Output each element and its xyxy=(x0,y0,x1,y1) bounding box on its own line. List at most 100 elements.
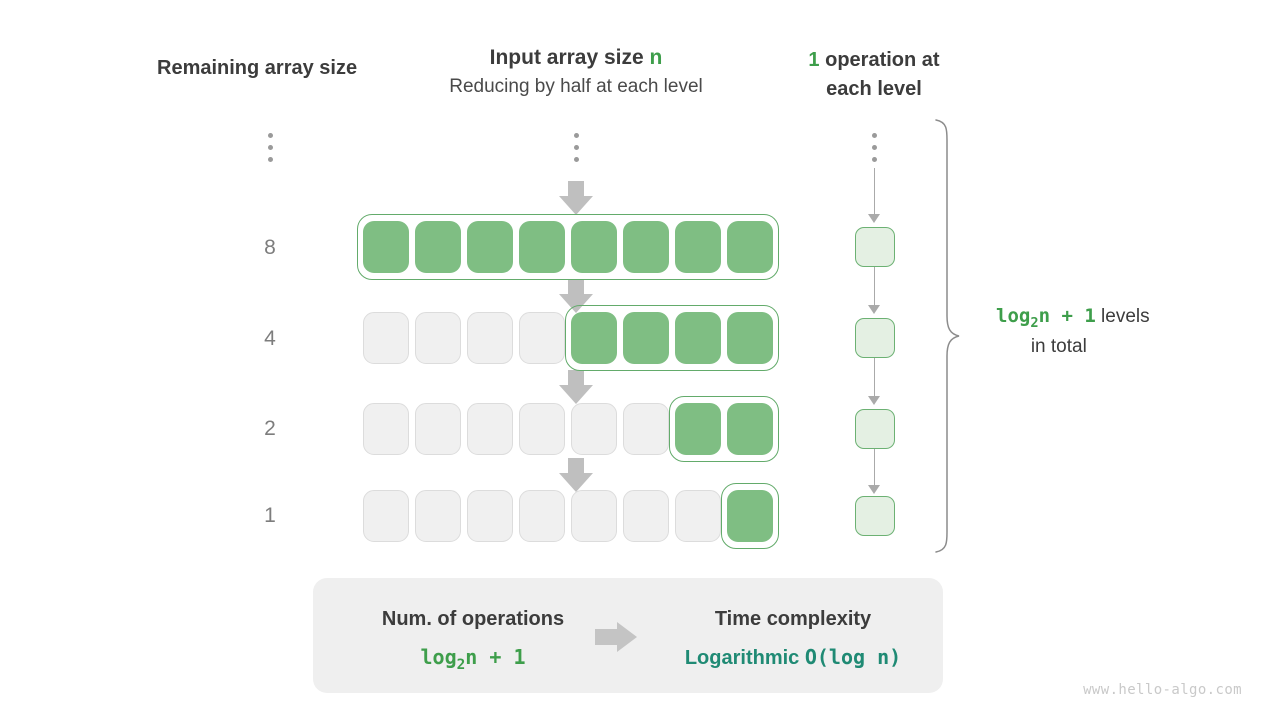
heading-input-prefix: Input array size xyxy=(489,46,650,69)
arrow-shaft xyxy=(595,629,619,645)
array-cell-active xyxy=(675,312,721,364)
dot xyxy=(573,145,579,150)
split-arrow-0 xyxy=(559,181,593,215)
array-cell-active xyxy=(519,221,565,273)
arrow-head xyxy=(559,473,593,492)
arrow-shaft xyxy=(568,181,584,197)
arrow-head xyxy=(559,385,593,404)
heading-op-line1-rest: operation at xyxy=(819,49,940,71)
arrow-head xyxy=(559,294,593,313)
array-row-level-3 xyxy=(363,396,779,462)
operation-box-level-1 xyxy=(855,227,895,267)
array-row-level-4 xyxy=(363,483,779,549)
summary-complexity-word: Logarithmic xyxy=(684,647,800,669)
summary-complexity-title: Time complexity xyxy=(714,608,872,630)
array-cell-inactive xyxy=(415,490,461,542)
dot xyxy=(267,157,273,162)
array-cell-active xyxy=(571,221,617,273)
array-cell-active xyxy=(727,490,773,542)
array-cell-inactive xyxy=(623,490,669,542)
heading-operations-per-level: 1 operation at each level xyxy=(808,46,939,104)
summary-complexity-column: Time complexity Logarithmic O(log n) xyxy=(658,608,928,670)
array-cell-inactive xyxy=(675,490,721,542)
brace-label-line2: in total xyxy=(1030,336,1087,358)
operation-box-level-4 xyxy=(855,496,895,536)
dot xyxy=(871,157,877,162)
ellipsis-left-column xyxy=(266,133,274,169)
array-cell-active xyxy=(467,221,513,273)
op-connector-0 xyxy=(874,168,876,216)
arrow-shaft xyxy=(568,458,584,474)
array-cell-active xyxy=(727,403,773,455)
ellipsis-array-column xyxy=(572,133,580,169)
array-cell-active xyxy=(623,312,669,364)
array-cell-active xyxy=(623,221,669,273)
array-cell-inactive xyxy=(571,403,617,455)
operation-box-level-3 xyxy=(855,409,895,449)
array-cell-inactive xyxy=(519,403,565,455)
op-connector-arrow-0 xyxy=(868,214,880,223)
brace-label-tail: levels xyxy=(1095,306,1150,327)
size-label-level-2: 4 xyxy=(264,327,276,350)
array-cell-inactive xyxy=(519,490,565,542)
array-cell-inactive xyxy=(519,312,565,364)
arrow-shaft xyxy=(568,370,584,386)
size-label-level-1: 8 xyxy=(264,236,276,259)
dot xyxy=(871,133,877,138)
op-connector-2 xyxy=(874,358,876,398)
array-cell-active xyxy=(675,221,721,273)
array-cell-inactive xyxy=(467,490,513,542)
ellipsis-operation-column xyxy=(870,133,878,169)
array-cell-active xyxy=(675,403,721,455)
operation-box-level-2 xyxy=(855,318,895,358)
array-cell-inactive xyxy=(467,403,513,455)
summary-operations-title: Num. of operations xyxy=(381,608,565,630)
split-arrow-2 xyxy=(559,370,593,404)
split-arrow-3 xyxy=(559,458,593,492)
array-cell-active xyxy=(363,221,409,273)
array-cell-inactive xyxy=(571,490,617,542)
array-cell-inactive xyxy=(415,312,461,364)
heading-input-accent-n: n xyxy=(649,46,663,69)
summary-complexity-code: O(log n) xyxy=(804,645,902,669)
array-cell-inactive xyxy=(415,403,461,455)
dot xyxy=(573,133,579,138)
heading-op-accent-1: 1 xyxy=(808,49,820,71)
op-connector-1 xyxy=(874,267,876,307)
op-connector-arrow-2 xyxy=(868,396,880,405)
array-row-level-1 xyxy=(357,214,779,280)
array-cell-inactive xyxy=(363,490,409,542)
array-cell-active xyxy=(571,312,617,364)
array-cell-active xyxy=(415,221,461,273)
dot xyxy=(573,157,579,162)
arrow-head xyxy=(559,196,593,215)
heading-input-array-size: Input array size n Reducing by half at e… xyxy=(449,46,703,98)
summary-arrow-icon xyxy=(595,622,639,652)
heading-op-line2: each level xyxy=(826,78,922,100)
op-connector-3 xyxy=(874,449,876,487)
watermark: www.hello-algo.com xyxy=(1083,682,1242,698)
dot xyxy=(267,133,273,138)
array-cell-active xyxy=(727,221,773,273)
array-row-level-2 xyxy=(363,305,779,371)
size-label-level-4: 1 xyxy=(264,504,276,527)
split-arrow-1 xyxy=(559,279,593,313)
summary-operations-column: Num. of operations log2n + 1 xyxy=(338,608,608,673)
array-cell-inactive xyxy=(623,403,669,455)
array-cell-active xyxy=(727,312,773,364)
op-connector-arrow-3 xyxy=(868,485,880,494)
brace-formula: log2n + 1 xyxy=(996,305,1096,331)
levels-brace xyxy=(935,119,960,553)
heading-input-subtitle: Reducing by half at each level xyxy=(449,76,703,97)
arrow-shaft xyxy=(568,279,584,295)
summary-operations-value: log2n + 1 xyxy=(420,645,526,673)
brace-label: log2n + 1 levels in total xyxy=(996,302,1150,362)
array-cell-inactive xyxy=(363,312,409,364)
op-connector-arrow-1 xyxy=(868,305,880,314)
array-cell-inactive xyxy=(363,403,409,455)
heading-remaining-array-size: Remaining array size xyxy=(157,57,358,79)
size-label-level-3: 2 xyxy=(264,417,276,440)
summary-complexity-value: Logarithmic O(log n) xyxy=(658,645,928,670)
dot xyxy=(267,145,273,150)
